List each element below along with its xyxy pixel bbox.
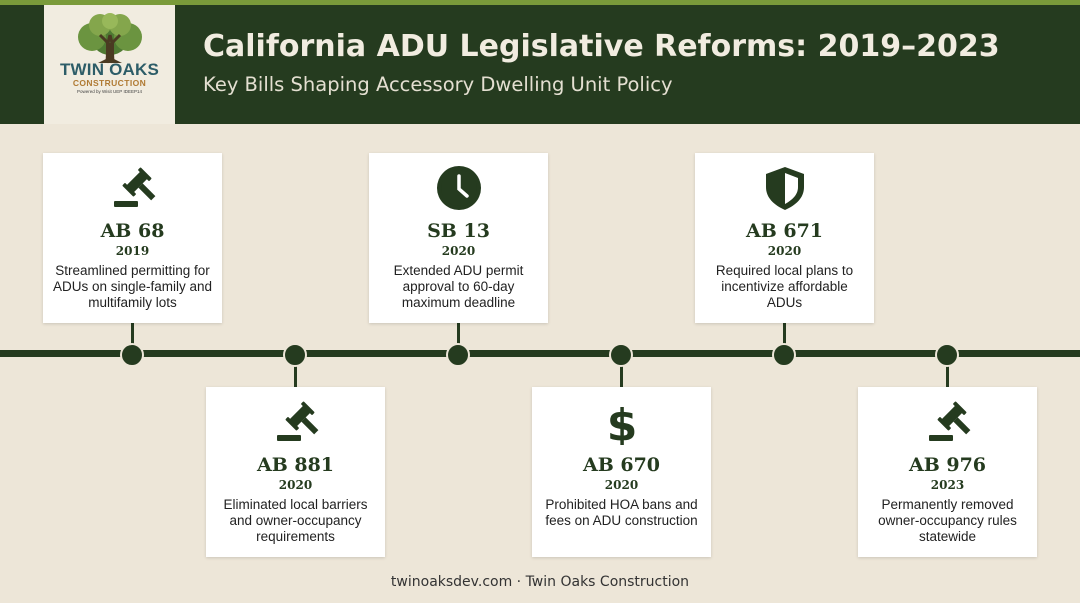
card-connector — [457, 322, 460, 352]
bill-description: Extended ADU permit approval to 60-day m… — [393, 263, 524, 310]
timeline-node — [283, 343, 307, 367]
bill-card-ab881: AB 881 2020 Eliminated local barriers an… — [206, 387, 385, 557]
bill-number: SB 13 — [427, 220, 490, 242]
accent-stripe — [0, 0, 1080, 5]
card-connector — [294, 357, 297, 387]
bill-year: 2023 — [930, 478, 965, 492]
svg-text:$: $ — [606, 400, 637, 445]
bill-card-ab671: AB 671 2020 Required local plans to ince… — [695, 153, 874, 323]
shield-icon — [762, 165, 808, 211]
logo-name: TWIN OAKS — [59, 60, 160, 79]
company-logo: TWIN OAKS CONSTRUCTION Powered by Wisit … — [44, 5, 175, 124]
card-connector — [131, 322, 134, 352]
oak-tree-icon — [77, 13, 142, 64]
gavel-icon — [925, 399, 971, 445]
card-connector — [620, 357, 623, 387]
dollar-icon: $ — [599, 399, 645, 445]
bill-year: 2019 — [115, 244, 150, 258]
timeline-node — [609, 343, 633, 367]
footer-credit: twinoaksdev.com · Twin Oaks Construction — [390, 574, 690, 590]
timeline-line — [0, 350, 1080, 357]
bill-year: 2020 — [278, 478, 313, 492]
bill-number: AB 881 — [256, 454, 335, 476]
bill-year: 2020 — [441, 244, 476, 258]
clock-icon — [436, 165, 482, 211]
logo-tagline: Powered by Wisit UEP IDEEP14 — [77, 89, 142, 94]
bill-number: AB 670 — [582, 454, 661, 476]
page-title: California ADU Legislative Reforms: 2019… — [203, 29, 1000, 64]
bill-number: AB 976 — [908, 454, 987, 476]
bill-description: Streamlined permitting for ADUs on singl… — [52, 263, 213, 310]
bill-card-sb13: SB 13 2020 Extended ADU permit approval … — [369, 153, 548, 323]
page-subtitle: Key Bills Shaping Accessory Dwelling Uni… — [203, 73, 673, 96]
bill-year: 2020 — [604, 478, 639, 492]
bill-number: AB 671 — [745, 220, 824, 242]
card-connector — [946, 357, 949, 387]
header-banner — [0, 5, 1080, 124]
bill-description: Permanently removed owner-occupancy rule… — [878, 497, 1017, 544]
bill-year: 2020 — [767, 244, 802, 258]
timeline-node — [772, 343, 796, 367]
bill-card-ab670: $ AB 670 2020 Prohibited HOA bans and fe… — [532, 387, 711, 557]
bill-card-ab68: AB 68 2019 Streamlined permitting for AD… — [43, 153, 222, 323]
gavel-icon — [110, 165, 156, 211]
bill-card-ab976: AB 976 2023 Permanently removed owner-oc… — [858, 387, 1037, 557]
gavel-icon — [273, 399, 319, 445]
bill-description: Required local plans to incentivize affo… — [715, 263, 854, 310]
timeline-node — [446, 343, 470, 367]
logo-subtitle: CONSTRUCTION — [72, 78, 147, 88]
bill-number: AB 68 — [100, 220, 165, 242]
bill-description: Prohibited HOA bans and fees on ADU cons… — [545, 497, 698, 528]
timeline-node — [935, 343, 959, 367]
timeline-node — [120, 343, 144, 367]
bill-description: Eliminated local barriers and owner-occu… — [223, 497, 368, 544]
card-connector — [783, 322, 786, 352]
